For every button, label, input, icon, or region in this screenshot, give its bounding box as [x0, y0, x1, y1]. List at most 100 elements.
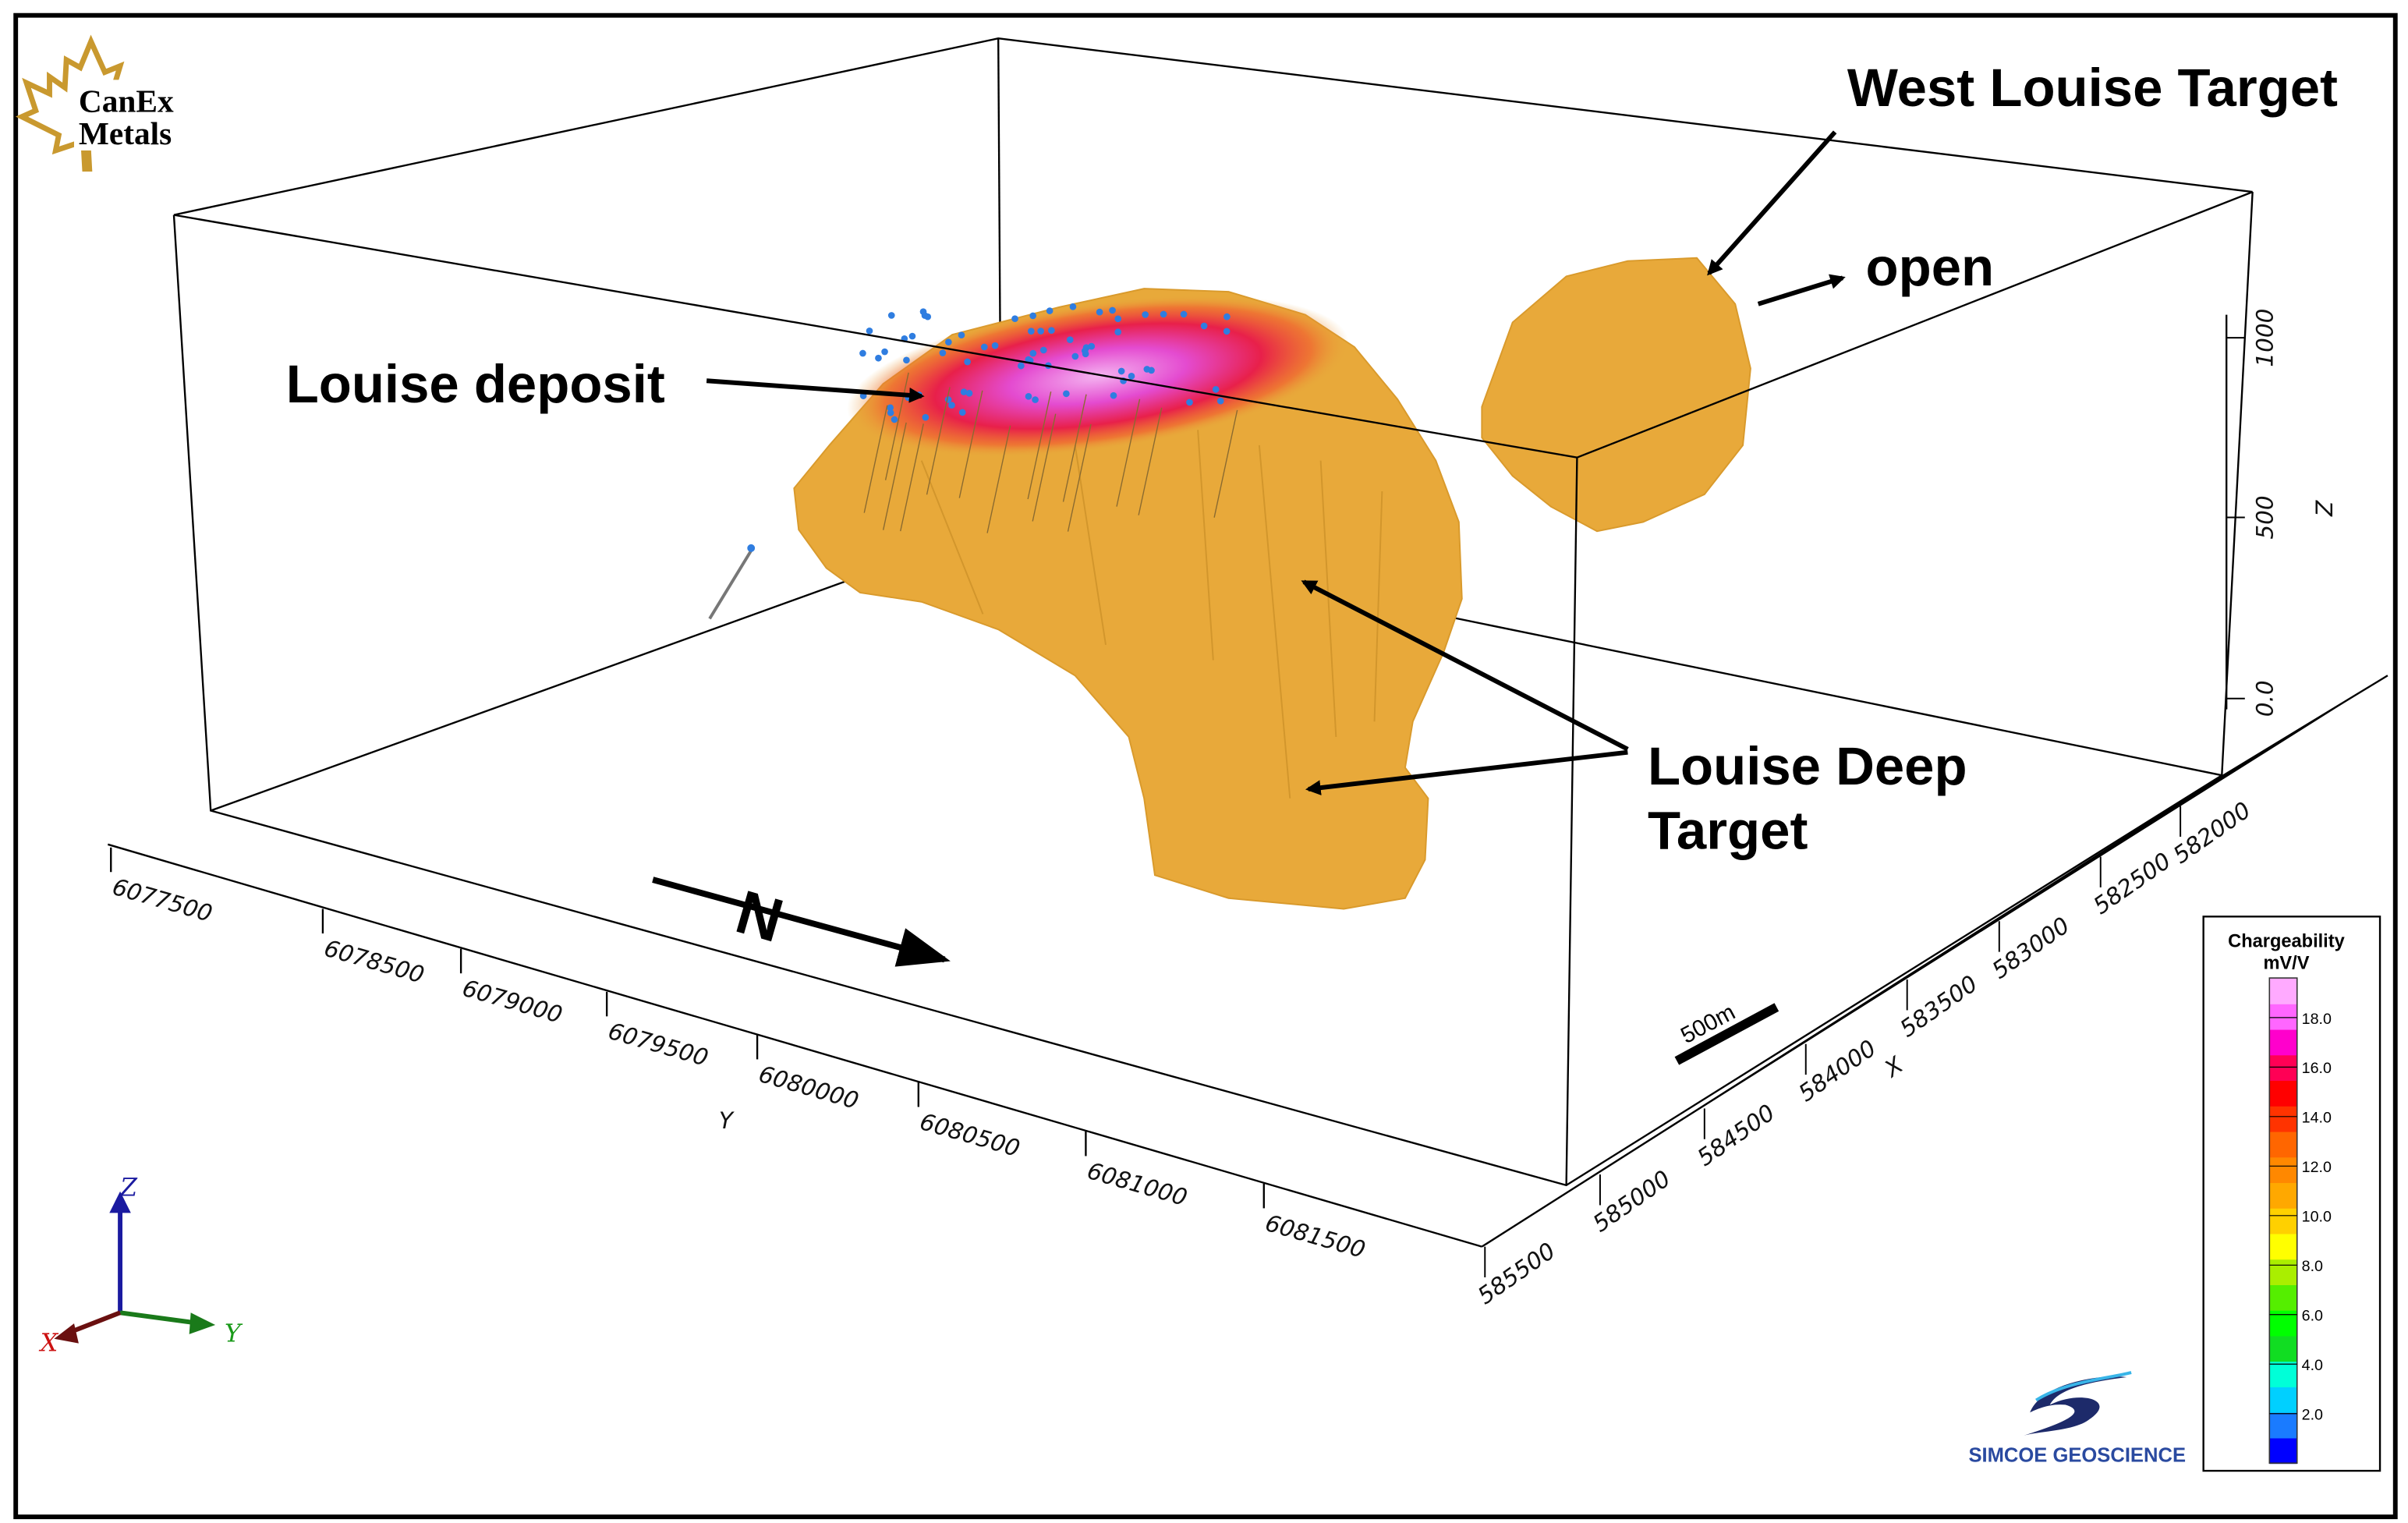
triad-y-arrow: [119, 1310, 200, 1326]
drill-collar: [1223, 313, 1231, 321]
legend-tick-label: 18.0: [2302, 1011, 2332, 1028]
legend-color-swatch: [2269, 1411, 2297, 1439]
simcoe-swirl-icon: [2024, 1376, 2127, 1436]
legend-color-swatch: [2269, 1361, 2297, 1387]
drill-collar: [1032, 396, 1039, 403]
drill-trace: [1027, 391, 1052, 500]
drill-trace: [986, 425, 1011, 533]
drill-collar: [991, 342, 999, 349]
simcoe-logo: SIMCOE GEOSCIENCE: [1968, 1371, 2186, 1466]
drill-trace: [926, 387, 951, 495]
drill-collar: [1212, 386, 1220, 393]
z-tick-label: 0.0: [2251, 680, 2278, 717]
open-label: open: [1866, 237, 1995, 297]
legend-tick-label: 10.0: [2302, 1209, 2332, 1226]
drill-trace: [1116, 398, 1141, 507]
drill-collar: [965, 389, 973, 397]
north-arrow: [652, 877, 951, 967]
chargeability-legend: Chargeability mV/V 18.016.014.012.010.08…: [2202, 916, 2381, 1472]
triad-y-arrowhead: [189, 1312, 216, 1334]
legend-tick-label: 12.0: [2302, 1159, 2332, 1176]
louise-deep-label-2: Target: [1648, 801, 1808, 861]
triad-x-label: X: [38, 1330, 59, 1358]
drill-collar: [1117, 367, 1125, 375]
drill-trace: [884, 372, 909, 480]
legend-tick-label: 2.0: [2302, 1407, 2323, 1424]
drill-trace: [863, 405, 888, 513]
drill-collar: [1046, 307, 1054, 314]
drill-trace: [900, 423, 924, 532]
drill-collar: [960, 388, 968, 395]
legend-color-swatch: [2269, 1156, 2297, 1184]
logo-line-2: Metals: [79, 115, 172, 151]
drill-collar: [939, 349, 947, 356]
legend-color-swatch: [2269, 1259, 2297, 1285]
legend-color-swatch: [2269, 1003, 2297, 1030]
drill-collar: [1160, 310, 1167, 318]
drill-collar: [1039, 346, 1047, 354]
drill-collar: [866, 327, 873, 335]
drill-collar: [1110, 391, 1117, 399]
drill-trace: [958, 390, 983, 498]
drill-collar: [1180, 310, 1188, 318]
drill-collar: [903, 356, 910, 364]
drill-collar: [887, 404, 894, 412]
drill-collar: [922, 413, 930, 421]
scale-bar: [1674, 1003, 1779, 1065]
legend-color-swatch: [2269, 1309, 2297, 1337]
drill-trace: [1138, 407, 1163, 515]
legend-tick-label: 14.0: [2302, 1110, 2332, 1127]
z-tick-label: 1000: [2251, 309, 2278, 367]
drill-hole-trace: [708, 547, 754, 620]
west-louise-arrow: [1707, 130, 1837, 276]
drill-collar: [1216, 397, 1224, 405]
west-louise-target-body: [1481, 257, 1751, 533]
drill-collar: [1066, 336, 1074, 343]
drill-collar: [958, 331, 965, 339]
body-texture: [920, 430, 1383, 799]
drill-collar: [1114, 328, 1122, 336]
drill-collar: [1071, 352, 1079, 360]
legend-unit: mV/V: [2263, 953, 2309, 973]
legend-tick-label: 8.0: [2302, 1258, 2323, 1275]
drill-collar: [887, 409, 894, 416]
z-tick-label: 500: [2251, 495, 2278, 539]
drill-collar: [881, 348, 888, 356]
drill-trace: [1032, 413, 1057, 522]
legend-title: Chargeability: [2228, 932, 2345, 952]
triad-y-label: Y: [225, 1320, 243, 1348]
louise-deposit-anomaly: [847, 295, 1350, 458]
drill-collar: [1048, 327, 1055, 335]
drill-collar: [1037, 328, 1045, 335]
drill-collar: [958, 409, 966, 416]
drill-collar: [1069, 303, 1077, 310]
drill-collar: [1143, 366, 1151, 373]
drill-collar: [919, 308, 927, 315]
legend-tick-label: 4.0: [2302, 1357, 2323, 1374]
legend-color-swatch: [2269, 1386, 2297, 1413]
legend-color-swatch: [2269, 1335, 2297, 1362]
drill-collar: [1082, 350, 1089, 358]
drill-collar: [1223, 328, 1231, 335]
drill-collar: [747, 544, 756, 552]
drill-collar: [1128, 373, 1135, 380]
open-arrow: [1757, 274, 1846, 306]
simcoe-text: SIMCOE GEOSCIENCE: [1968, 1444, 2186, 1466]
drill-collar: [1114, 315, 1122, 323]
legend-color-swatch: [2269, 1437, 2297, 1465]
drill-collar: [964, 358, 971, 366]
drill-collar: [944, 396, 952, 403]
louise-deep-arrow-lower: [1305, 749, 1628, 795]
drill-trace: [882, 422, 907, 530]
triad-x-arrowhead: [54, 1323, 79, 1344]
legend-tick-label: 6.0: [2302, 1308, 2323, 1325]
drill-collar: [859, 349, 866, 357]
drill-collar: [1018, 362, 1025, 370]
drill-collar: [1200, 322, 1208, 330]
drill-collar: [945, 338, 952, 346]
legend-color-swatch: [2269, 1029, 2297, 1056]
legend-color-swatch: [2269, 1284, 2297, 1311]
drill-collar: [948, 402, 955, 409]
